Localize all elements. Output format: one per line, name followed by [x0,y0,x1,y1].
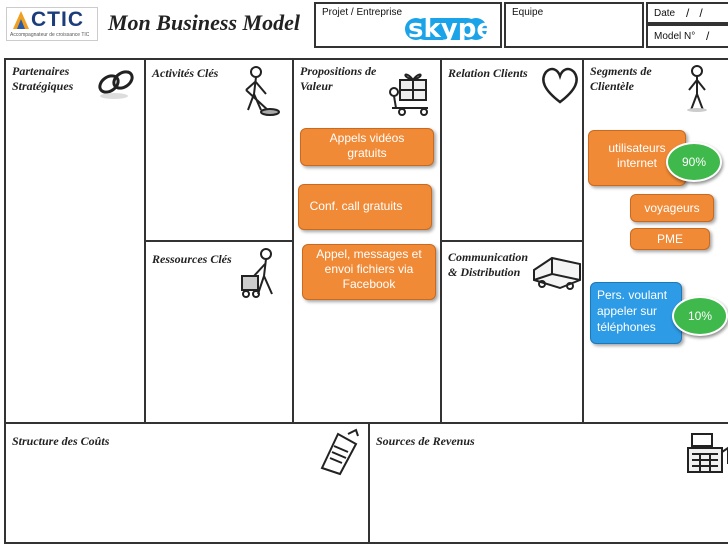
chain-links-icon [94,64,138,102]
date-value: / / [686,6,703,20]
logo-mark [11,11,31,29]
badge-10: 10% [672,296,728,336]
block-segments-title: Segments de Clientèle [590,64,652,93]
block-revenus-title: Sources de Revenus [376,434,475,448]
equipe-box: Equipe [504,2,644,48]
block-relation: Relation Clients [440,58,584,242]
projet-label: Projet / Entreprise [322,7,403,18]
model-box: Model N° / [646,24,728,48]
block-couts: Structure des Coûts [4,422,370,544]
block-propositions: Propositions de Valeur [292,58,442,424]
badge-90: 90% [666,142,722,182]
logo-text: CTIC [31,8,84,31]
block-couts-title: Structure des Coûts [12,434,110,448]
person-sweeping-icon [234,64,284,118]
model-label: Model N° [654,31,696,42]
projet-box: Projet / Entreprise skype [314,2,502,48]
block-ressources-title: Ressources Clés [152,252,232,266]
block-activites: Activités Clés [144,58,294,242]
note-appel-facebook: Appel, messages et envoi fichiers via Fa… [302,244,436,300]
logo-subtitle: Accompagnateur de croissance TIC [10,32,90,38]
block-partenaires: Partenaires Stratégiques [4,58,146,424]
model-value: / [706,29,710,43]
note-voyageurs: voyageurs [630,194,714,222]
logo: CTIC Accompagnateur de croissance TIC [6,7,98,41]
block-propositions-title: Propositions de Valeur [300,64,377,93]
delivery-truck-icon [530,250,582,292]
block-ressources: Ressources Clés [144,240,294,424]
date-box: Date / / [646,2,728,24]
note-appels-videos: Appels vidéos gratuits [300,128,434,166]
person-pushing-cart-icon [238,246,286,302]
heart-icon [538,62,582,106]
block-segments: Segments de Clientèle [582,58,728,424]
skype-logo-text: skype [408,14,494,44]
block-relation-title: Relation Clients [448,66,528,80]
note-pers-voulant-appeler: Pers. voulant appeler sur téléphones [590,282,682,344]
block-partenaires-title: Partenaires Stratégiques [12,64,74,93]
block-communication: Communication & Distribution [440,240,584,424]
note-pme: PME [630,228,710,250]
date-label: Date [654,8,676,19]
page-title: Mon Business Model [108,10,300,35]
equipe-label: Equipe [512,7,544,18]
block-communication-title: Communication & Distribution [448,250,529,279]
gift-box-cart-icon [386,62,438,118]
note-conf-call: Conf. call gratuits [298,184,432,230]
skype-logo: skype [404,13,494,45]
cash-register-icon [682,428,728,478]
person-standing-icon [680,64,714,112]
block-revenus: Sources de Revenus [368,422,728,544]
receipt-icon [314,428,362,476]
block-activites-title: Activités Clés [152,66,219,80]
